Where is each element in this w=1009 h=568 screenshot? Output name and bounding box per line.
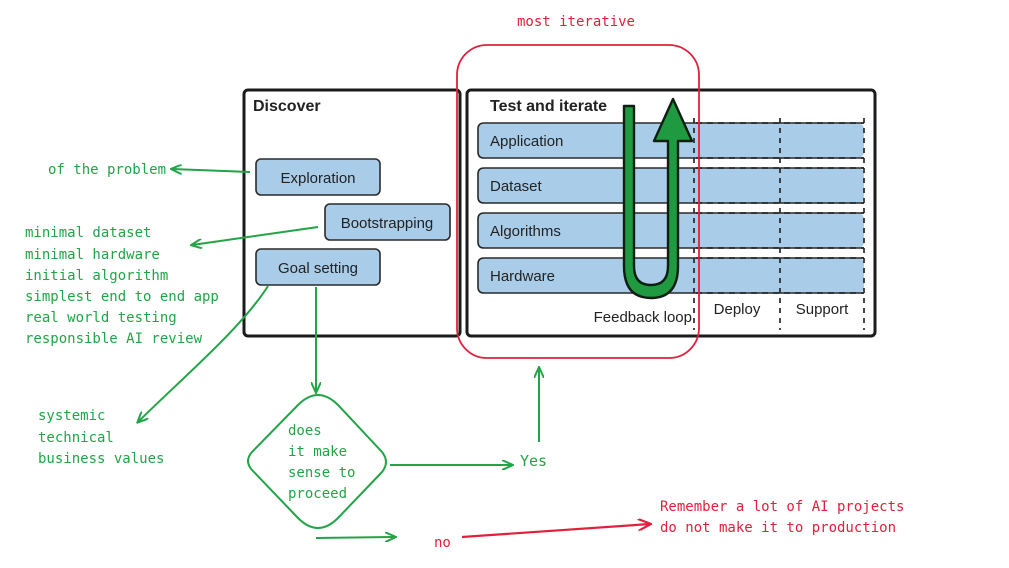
goal-item: business values xyxy=(38,451,164,467)
row-hardware-label: Hardware xyxy=(490,268,555,285)
goal-setting-box xyxy=(255,248,381,286)
exploration-label: Exploration xyxy=(280,170,355,187)
bootstrap-item: initial algorithm xyxy=(25,268,168,284)
warning-line: Remember a lot of AI projects xyxy=(660,499,904,515)
goal-setting-arrow xyxy=(138,285,269,422)
bootstrap-item: minimal hardware xyxy=(25,247,160,263)
deploy-label: Deploy xyxy=(714,301,761,318)
goal-setting-label: Goal setting xyxy=(278,260,358,277)
decision-line: does xyxy=(288,423,322,439)
goal-list: systemic technical business values xyxy=(38,408,164,467)
feedback-loop-arrow-icon xyxy=(622,97,694,300)
bootstrap-item: responsible AI review xyxy=(25,331,203,347)
exploration-box xyxy=(255,158,381,196)
bootstrapping-box xyxy=(324,203,451,241)
bootstrap-list: minimal dataset minimal hardware initial… xyxy=(25,225,219,347)
bootstrapping-arrow xyxy=(192,226,319,245)
decision-line: sense to xyxy=(288,465,355,481)
test-title: Test and iterate xyxy=(490,98,607,115)
decision-line: proceed xyxy=(288,486,347,502)
warning-note: Remember a lot of AI projects do not mak… xyxy=(660,499,904,536)
most-iterative-note: most iterative xyxy=(517,14,635,30)
row-dataset-label: Dataset xyxy=(490,178,543,195)
yes-label: Yes xyxy=(520,452,547,470)
goal-item: systemic xyxy=(38,408,105,424)
bootstrap-item: simplest end to end app xyxy=(25,289,219,305)
row-algorithms-label: Algorithms xyxy=(490,223,561,240)
feedback-loop-label: Feedback loop xyxy=(594,309,692,326)
discover-title: Discover xyxy=(253,98,321,115)
bootstrapping-label: Bootstrapping xyxy=(341,215,434,232)
decision-diamond xyxy=(247,393,387,530)
no-arrow xyxy=(315,537,395,538)
of-the-problem-note: of the problem xyxy=(48,162,166,178)
decision-text: does it make sense to proceed xyxy=(288,423,355,502)
goal-item: technical xyxy=(38,430,114,446)
support-label: Support xyxy=(796,301,849,318)
test-panel xyxy=(465,88,877,338)
exploration-arrow xyxy=(172,169,251,172)
no-label: no xyxy=(434,535,451,551)
bootstrap-item: real world testing xyxy=(25,310,177,326)
bootstrap-item: minimal dataset xyxy=(25,225,151,241)
decision-line: it make xyxy=(288,444,347,460)
dashed-row-segments xyxy=(696,122,864,294)
warning-line: do not make it to production xyxy=(660,520,896,536)
most-iterative-highlight xyxy=(456,44,700,359)
discover-panel xyxy=(242,88,462,338)
row-application-label: Application xyxy=(490,133,563,150)
no-to-warning-arrow xyxy=(461,524,650,539)
